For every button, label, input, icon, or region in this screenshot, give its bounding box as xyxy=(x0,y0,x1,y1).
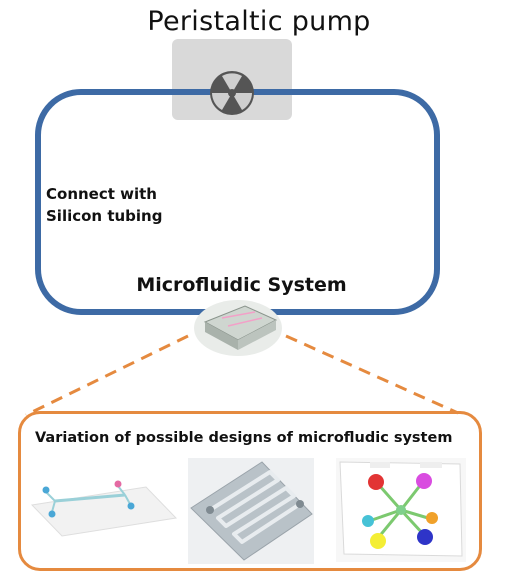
pump-rotor-icon xyxy=(210,71,254,115)
tubing-label-line2: Silicon tubing xyxy=(46,207,163,225)
design-multiport-chip-image xyxy=(336,458,466,562)
designs-panel-title: Variation of possible designs of microfl… xyxy=(35,430,453,446)
microfluidic-chip xyxy=(194,300,282,356)
microfluidic-system-label: Microfluidic System xyxy=(136,274,347,296)
pump-title: Peristaltic pump xyxy=(147,6,371,37)
design-linear-chip-image xyxy=(30,480,178,537)
designs-panel xyxy=(18,411,482,571)
dashed-connector-right xyxy=(285,334,459,415)
tubing-label-line1: Connect with xyxy=(46,185,157,203)
design-serpentine-chip-image xyxy=(188,458,314,564)
tubing-label: Connect with Silicon tubing xyxy=(46,183,162,227)
dashed-connector-left xyxy=(25,334,189,417)
